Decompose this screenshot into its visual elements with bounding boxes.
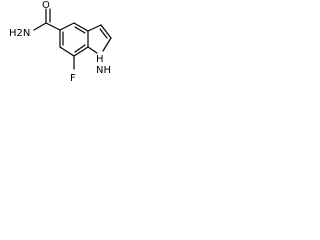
fluorine-label: F <box>70 73 76 84</box>
bond-c2-n1 <box>102 37 112 52</box>
bond-c4-carbonyl <box>45 22 61 31</box>
amide-nh2-label: H2N <box>9 28 30 39</box>
bond-n1-c7 <box>87 46 98 54</box>
structure-drawing: O H2N F H NH <box>9 0 112 84</box>
bond-c5-c6 <box>73 22 89 32</box>
bond-c6-c3 <box>87 24 102 32</box>
bond-c7a-c3a <box>59 46 75 57</box>
bond-c4-c5 <box>59 22 75 31</box>
bond-carbonyl-n <box>33 22 47 31</box>
bond-c3-c2 <box>100 24 112 39</box>
carbonyl-oxygen-label: O <box>42 0 50 11</box>
indole-nh-label: NH <box>96 65 111 76</box>
bond-double-c5-c6 <box>74 26 86 34</box>
bond-c7-c7a <box>73 46 89 57</box>
indole-h-label: H <box>96 54 104 65</box>
molecule-canvas: O H2N F H NH <box>0 0 121 92</box>
bond-double-c3-c2 <box>99 28 108 39</box>
bond-double-c7-c7a <box>74 44 86 53</box>
